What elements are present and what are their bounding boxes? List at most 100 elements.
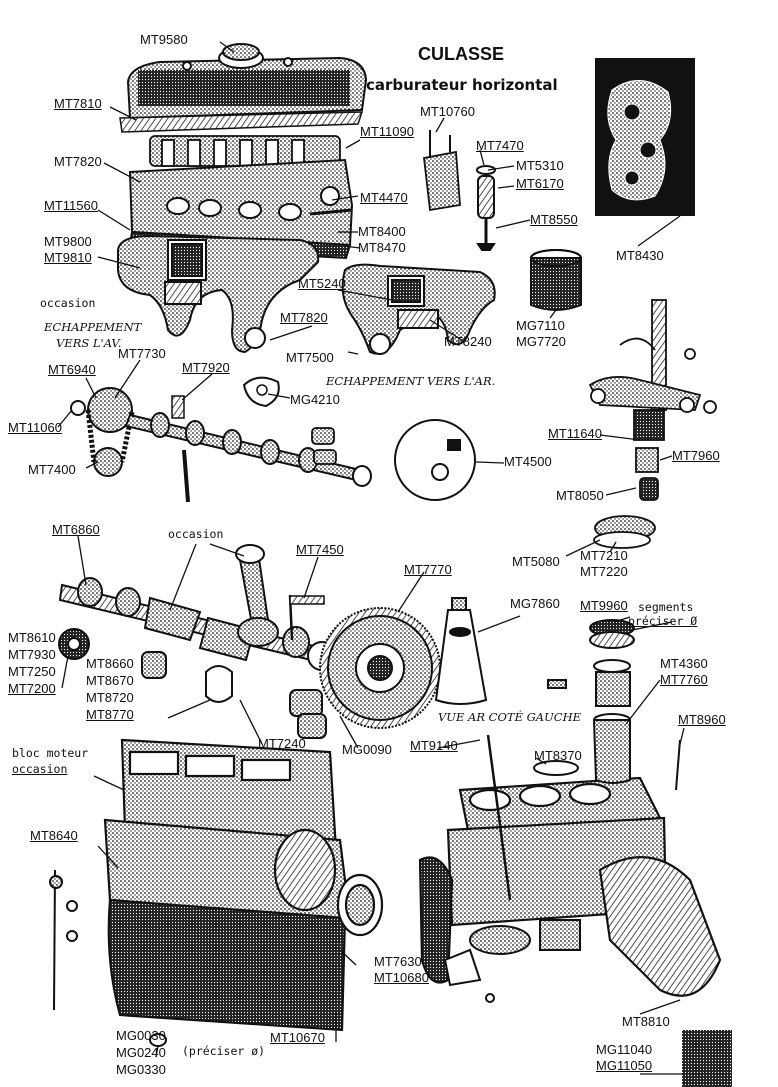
part-label: MT8610 <box>8 630 56 645</box>
part-label: MT8960 <box>678 712 726 727</box>
part-label: MT5240 <box>298 276 346 291</box>
part-label: MT4360 <box>660 656 708 671</box>
part-label: MG7860 <box>510 596 560 611</box>
note-block: bloc moteur <box>12 746 89 760</box>
stud <box>309 208 353 216</box>
part-label: MT5310 <box>516 158 564 173</box>
main-bearings <box>141 651 327 739</box>
cylinder-sleeve <box>592 713 631 784</box>
part-label: MT9800 <box>44 234 92 249</box>
side-cover-plate <box>394 419 476 501</box>
part-label: MT8050 <box>556 488 604 503</box>
valve-spring <box>476 165 496 251</box>
part-label: MT7240 <box>258 736 306 751</box>
part-label: MT9140 <box>410 738 458 753</box>
cover-gasket <box>119 111 364 133</box>
part-label: MG7110 <box>516 318 565 333</box>
part-label: MG7720 <box>516 334 566 349</box>
part-label: MT10760 <box>420 104 475 119</box>
part-label: MG11040 <box>596 1042 653 1057</box>
note-occasion-crank: occasion <box>168 527 224 541</box>
note-preciser: (préciser ø) <box>182 1044 266 1058</box>
tappet <box>171 395 185 419</box>
dipstick <box>49 869 78 1011</box>
timing-chain <box>70 387 135 477</box>
part-label: MT9580 <box>140 32 188 47</box>
part-label: MT8550 <box>530 212 578 227</box>
part-label: MT8470 <box>358 240 406 255</box>
part-label: MT10680 <box>374 970 429 985</box>
note-occasion: occasion <box>40 296 96 310</box>
connecting-rod <box>235 544 279 647</box>
part-label: MG0030 <box>116 1028 166 1043</box>
part-label: MT9960 <box>580 598 628 613</box>
note-view-rear-left: VUE AR COTÉ GAUCHE <box>438 710 582 724</box>
part-label: MT8660 <box>86 656 134 671</box>
cylinder-liner <box>530 249 582 311</box>
engine-block-left <box>103 738 384 1032</box>
part-label: MT7930 <box>8 647 56 662</box>
lower-assembly <box>443 919 581 1003</box>
front-exhaust-manifold <box>117 234 320 354</box>
part-label: MG0090 <box>342 742 392 757</box>
part-label: MT8370 <box>534 748 582 763</box>
part-label: MT8430 <box>616 248 664 263</box>
oil-pipe <box>486 734 512 901</box>
part-label: MG11050 <box>596 1058 653 1073</box>
note-exhaust-rear: ECHAPPEMENT VERS L'AR. <box>326 374 496 388</box>
piston-rings <box>589 619 635 673</box>
rear-exhaust-manifold <box>341 263 496 355</box>
camshaft <box>124 412 372 487</box>
part-label: MT7820 <box>54 154 102 169</box>
part-label: MT7630 <box>374 954 422 969</box>
note-exhaust-front-2: VERS L'AV. <box>56 336 122 350</box>
rocker-gear <box>149 135 341 167</box>
part-label: MG0240 <box>116 1045 166 1060</box>
part-label: MT8640 <box>30 828 78 843</box>
oil-pump-distributor <box>588 299 717 549</box>
part-label: MG0330 <box>116 1062 166 1077</box>
note-segments-specify: préciser Ø <box>628 614 698 628</box>
note-segments: segments <box>638 600 694 614</box>
pushrod <box>182 449 190 503</box>
part-label: MT7920 <box>182 360 230 375</box>
rocker-cover <box>126 43 368 120</box>
part-label: MT6170 <box>516 176 564 191</box>
part-label: MT7450 <box>296 542 344 557</box>
timing-gear <box>58 628 90 660</box>
part-label: MT6940 <box>48 362 96 377</box>
part-label: MT9810 <box>44 250 92 265</box>
part-label: MT11060 <box>8 420 62 435</box>
part-label: MT8720 <box>86 690 134 705</box>
part-label: MT5080 <box>512 554 560 569</box>
part-label: MT7220 <box>580 564 628 579</box>
bushes <box>311 427 337 465</box>
part-label: MT10670 <box>270 1030 325 1045</box>
page-subtitle: carburateur horizontal <box>366 76 558 94</box>
flywheel <box>319 607 441 729</box>
rocker-bracket <box>423 130 461 212</box>
liner-seal <box>533 760 579 776</box>
part-label: MT7770 <box>404 562 452 577</box>
part-label: MT7500 <box>286 350 334 365</box>
oil-filter-photo <box>682 1030 732 1087</box>
part-label: MT7210 <box>580 548 628 563</box>
part-label: MT7200 <box>8 681 56 696</box>
part-label: MT7470 <box>476 138 524 153</box>
part-label: MT11640 <box>548 426 602 441</box>
part-label: MG4210 <box>290 392 340 407</box>
note-block-occasion: occasion <box>12 762 68 776</box>
part-label: MT8670 <box>86 673 134 688</box>
gasket-photo <box>595 58 695 216</box>
part-label: MT6860 <box>52 522 100 537</box>
part-label: MT11090 <box>360 124 414 139</box>
part-label: MT7400 <box>28 462 76 477</box>
part-label: MT8770 <box>86 707 134 722</box>
part-label: MT4500 <box>504 454 552 469</box>
page-title: CULASSE <box>418 44 505 64</box>
lock-tab <box>289 595 325 605</box>
piston <box>547 671 631 707</box>
part-label: MT7960 <box>672 448 720 463</box>
